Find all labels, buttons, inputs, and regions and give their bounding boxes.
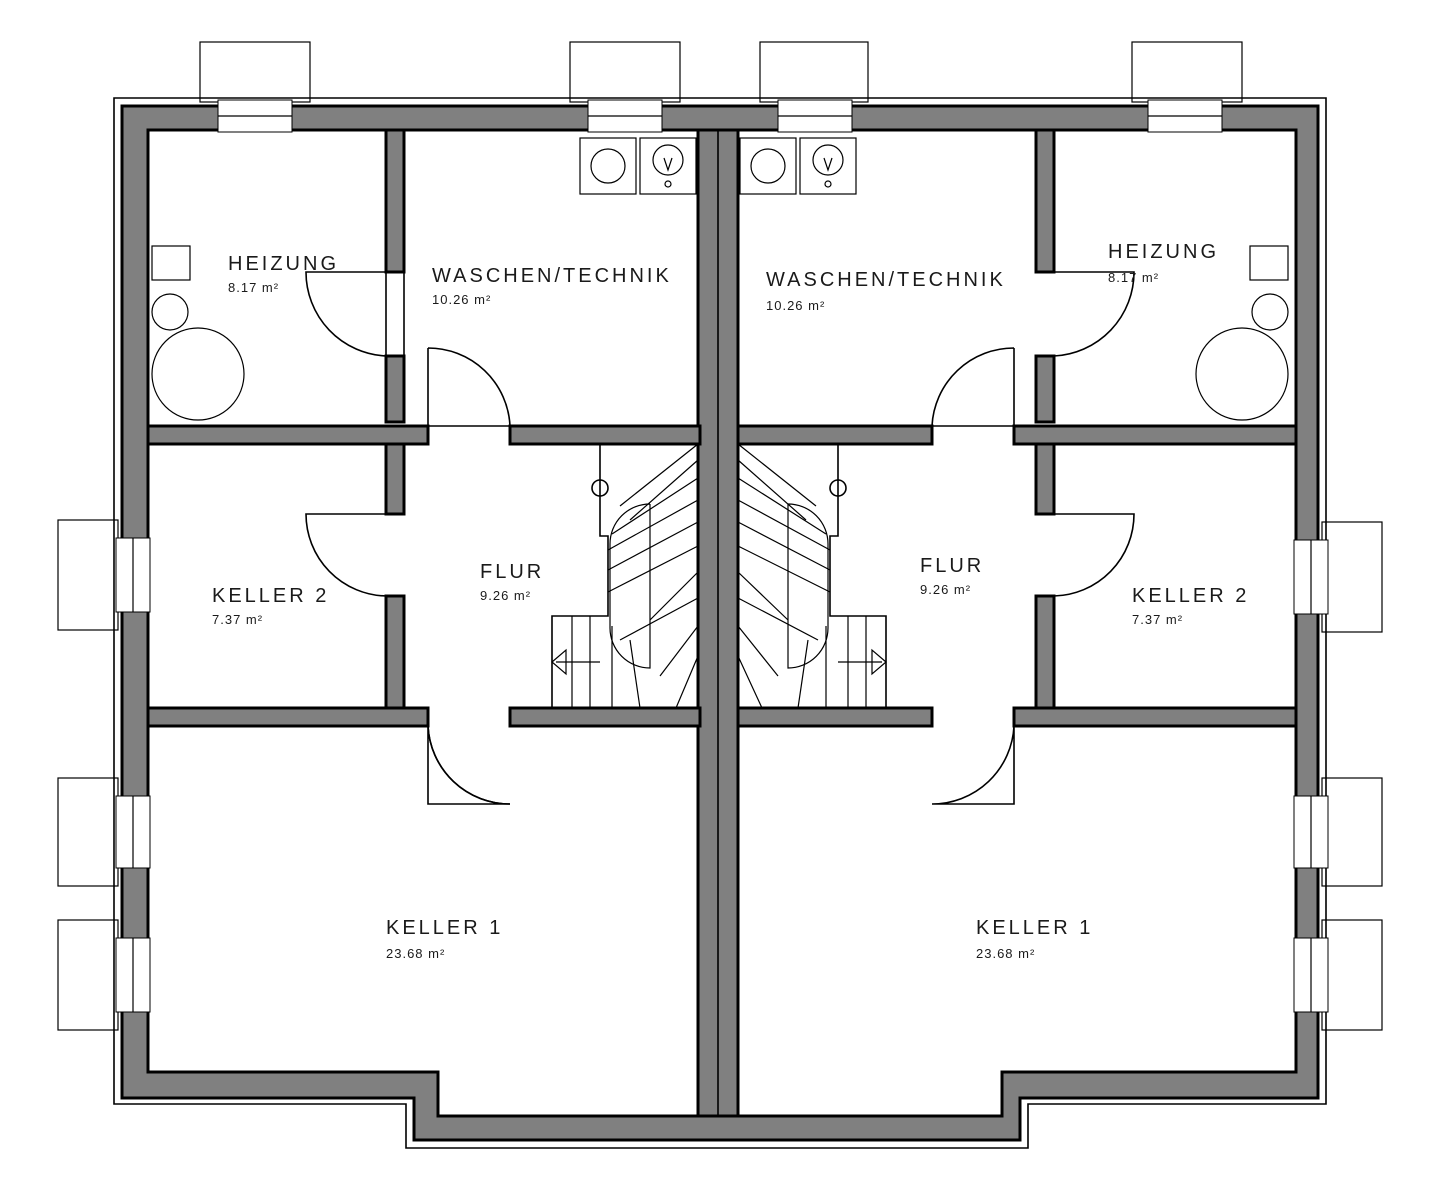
right-appliances [739, 137, 1289, 421]
right-flur-area: 9.26 m² [920, 582, 971, 597]
right-keller1-name: KELLER 1 [976, 917, 1093, 939]
right-keller2-area: 7.37 m² [1132, 612, 1183, 627]
left-keller1-area: 23.68 m² [386, 946, 445, 961]
left-waschen-name: WASCHEN/TECHNIK [432, 265, 672, 287]
right-waschen-name: WASCHEN/TECHNIK [766, 269, 1006, 291]
left-heizung-name: HEIZUNG [228, 253, 339, 275]
left-staircase [551, 443, 699, 709]
right-heizung-area: 8.17 m² [1108, 270, 1159, 285]
left-appliances [151, 137, 697, 421]
left-keller1-name: KELLER 1 [386, 917, 503, 939]
left-waschen-area: 10.26 m² [432, 292, 491, 307]
right-doors [931, 271, 1135, 805]
left-interior-walls [146, 128, 702, 728]
right-room-labels: HEIZUNG 8.17 m² WASCHEN/TECHNIK 10.26 m²… [766, 241, 1249, 961]
right-keller1-area: 23.68 m² [976, 946, 1035, 961]
right-staircase [737, 443, 887, 709]
right-flur-name: FLUR [920, 555, 984, 577]
left-flur-name: FLUR [480, 561, 544, 583]
right-waschen-area: 10.26 m² [766, 298, 825, 313]
left-heizung-area: 8.17 m² [228, 280, 279, 295]
right-keller2-name: KELLER 2 [1132, 585, 1249, 607]
right-interior-walls [736, 128, 1298, 728]
left-doors [305, 271, 511, 805]
left-flur-area: 9.26 m² [480, 588, 531, 603]
windows [115, 99, 1329, 1013]
outer-outline [113, 97, 1327, 1149]
left-keller2-name: KELLER 2 [212, 585, 329, 607]
left-room-labels: HEIZUNG 8.17 m² WASCHEN/TECHNIK 10.26 m²… [212, 253, 672, 961]
right-heizung-name: HEIZUNG [1108, 241, 1219, 263]
left-keller2-area: 7.37 m² [212, 612, 263, 627]
